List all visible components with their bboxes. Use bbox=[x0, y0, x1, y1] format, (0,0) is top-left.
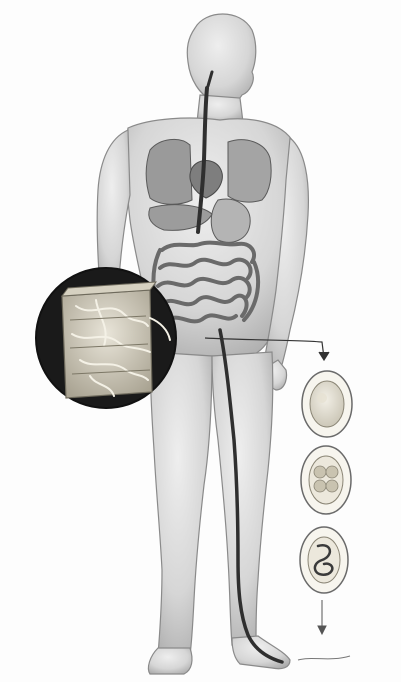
left-lung bbox=[146, 139, 192, 204]
left-foot bbox=[148, 648, 192, 674]
down-arrow-icon bbox=[318, 600, 326, 634]
multi-cell-egg-icon bbox=[301, 446, 351, 514]
single-cell-egg-icon bbox=[302, 371, 352, 437]
right-lung bbox=[228, 140, 271, 202]
stomach bbox=[211, 199, 250, 242]
larva-in-egg-icon bbox=[300, 527, 348, 593]
egg-stages bbox=[298, 371, 352, 660]
head bbox=[187, 14, 256, 105]
ground-line bbox=[298, 656, 350, 660]
right-leg bbox=[212, 352, 273, 645]
left-leg bbox=[150, 352, 212, 655]
intestine-closeup-inset bbox=[36, 268, 176, 408]
